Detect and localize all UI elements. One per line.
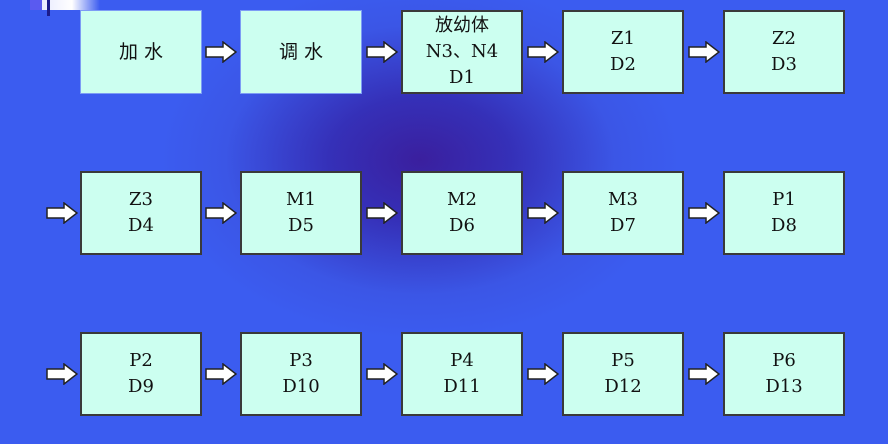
right-arrow-icon: [205, 41, 237, 63]
stage-label: D1: [449, 67, 475, 88]
stage-box: 加 水: [80, 10, 202, 94]
stage-label: D5: [288, 215, 314, 236]
stage-label: D8: [771, 215, 797, 236]
right-arrow-icon: [526, 202, 559, 224]
right-arrow-icon: [687, 363, 720, 385]
stage-label: 加 水: [118, 41, 164, 63]
stage-label: Z1: [611, 28, 635, 49]
stage-label: N3、N4: [425, 41, 499, 62]
right-arrow-icon: [526, 363, 559, 385]
stage-label: 放幼体: [435, 15, 489, 36]
decoration-square: [30, 0, 42, 10]
title-bar-decoration: [30, 0, 100, 10]
stage-label: P5: [611, 350, 635, 371]
stage-label: D7: [610, 215, 636, 236]
right-arrow-icon: [46, 202, 78, 224]
stage-label: D11: [443, 376, 481, 397]
stage-label: P3: [289, 350, 313, 371]
stage-label: Z3: [129, 189, 153, 210]
stage-label: D9: [128, 376, 154, 397]
right-arrow-icon: [205, 202, 237, 224]
right-arrow-icon: [365, 41, 398, 63]
stage-label: P1: [772, 189, 796, 210]
stage-label: D4: [128, 215, 154, 236]
right-arrow-icon: [526, 41, 559, 63]
stage-label: D12: [604, 376, 642, 397]
right-arrow-icon: [205, 363, 237, 385]
stage-label: D13: [765, 376, 803, 397]
stage-label: M2: [447, 189, 477, 210]
stage-label: D10: [282, 376, 320, 397]
right-arrow-icon: [687, 41, 720, 63]
right-arrow-icon: [687, 202, 720, 224]
decoration-tick: [47, 0, 50, 16]
right-arrow-icon: [365, 202, 398, 224]
stage-label: D3: [771, 54, 797, 75]
stage-box: 调 水: [240, 10, 362, 94]
stage-label: P6: [772, 350, 796, 371]
stage-label: Z2: [772, 28, 796, 49]
stage-label: D2: [610, 54, 636, 75]
stage-label: M1: [286, 189, 316, 210]
right-arrow-icon: [365, 363, 398, 385]
stage-label: 调 水: [278, 41, 324, 63]
stage-label: M3: [608, 189, 638, 210]
right-arrow-icon: [46, 363, 78, 385]
stage-label: D6: [449, 215, 475, 236]
stage-label: P2: [129, 350, 153, 371]
stage-label: P4: [450, 350, 474, 371]
